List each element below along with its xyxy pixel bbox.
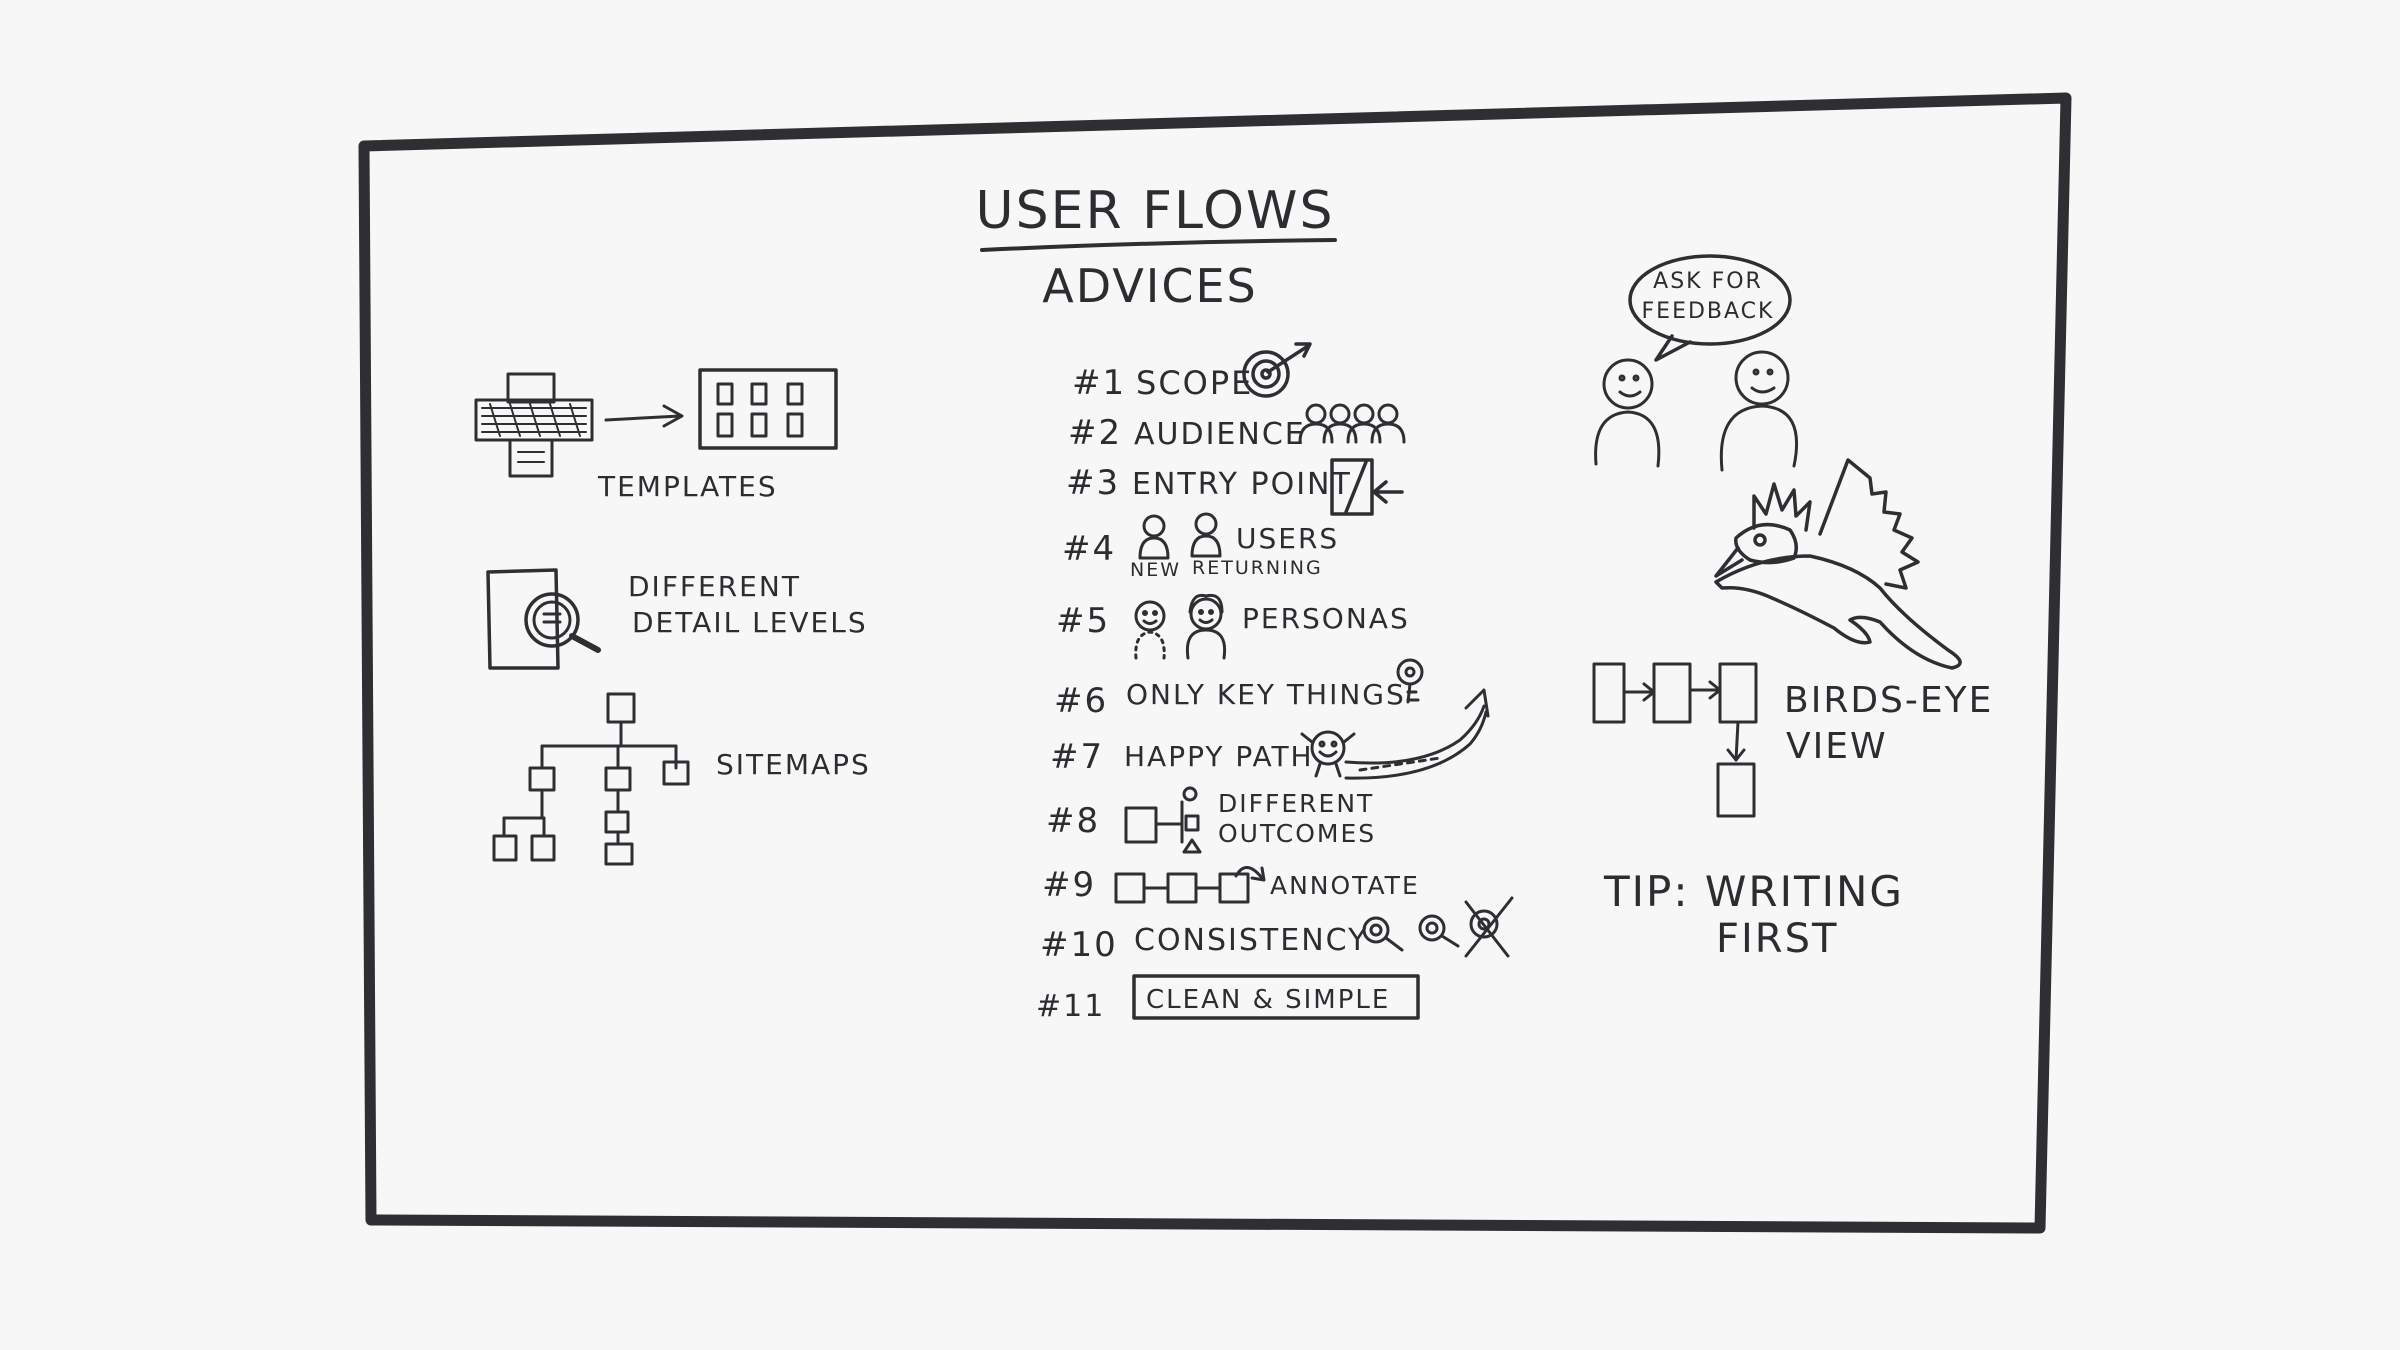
advice-label: ENTRY POINT bbox=[1132, 467, 1352, 502]
templates-section: TEMPLATES bbox=[474, 368, 838, 503]
advice-label: ANNOTATE bbox=[1270, 871, 1420, 900]
bubble-line1: ASK FOR bbox=[1653, 269, 1763, 294]
advice-number: #4 bbox=[1062, 529, 1116, 569]
tip-section: TIP: WRITING FIRST bbox=[1603, 867, 1904, 962]
smiley-path-icon bbox=[1300, 688, 1490, 780]
person-left-icon bbox=[1594, 358, 1661, 468]
advice-number: #2 bbox=[1068, 413, 1122, 453]
frame-border bbox=[358, 92, 2072, 1234]
flow-diagram-icon bbox=[1592, 662, 1758, 818]
detail-levels-line1: DIFFERENT bbox=[628, 570, 801, 603]
advice-item-10: #10 CONSISTENCY bbox=[1040, 896, 1514, 965]
title-underline bbox=[980, 238, 1337, 252]
printer-icon bbox=[474, 372, 594, 478]
page-title: USER FLOWS bbox=[976, 181, 1335, 241]
birds-eye-section: BIRDS-EYE VIEW bbox=[1592, 662, 1993, 818]
birds-eye-line1: BIRDS-EYE bbox=[1784, 680, 1993, 721]
person-right-icon bbox=[1719, 350, 1799, 472]
key-icon bbox=[1396, 658, 1424, 704]
advice-label: AUDIENCE bbox=[1134, 417, 1306, 452]
templates-label: TEMPLATES bbox=[597, 470, 778, 503]
tip-line2: FIRST bbox=[1716, 916, 1838, 962]
advice-label: USERS bbox=[1236, 522, 1339, 555]
detail-levels-section: DIFFERENT DETAIL LEVELS bbox=[486, 568, 868, 670]
advice-item-6: #6 ONLY KEY THINGS bbox=[1054, 658, 1424, 721]
document-magnifier-icon bbox=[486, 568, 601, 670]
advice-number: #10 bbox=[1040, 925, 1118, 965]
target-icon bbox=[1242, 342, 1312, 398]
advice-number: #11 bbox=[1036, 989, 1105, 1024]
detail-levels-line2: DETAIL LEVELS bbox=[632, 606, 868, 639]
advice-label-line1: DIFFERENT bbox=[1218, 789, 1374, 818]
arrow-right-icon bbox=[604, 404, 684, 428]
bubble-line2: FEEDBACK bbox=[1642, 299, 1775, 324]
advice-number: #6 bbox=[1054, 681, 1108, 721]
advice-item-2: #2 AUDIENCE bbox=[1068, 403, 1406, 453]
advice-number: #9 bbox=[1042, 865, 1096, 905]
advice-label-line2: OUTCOMES bbox=[1218, 819, 1376, 848]
advice-label: PERSONAS bbox=[1242, 602, 1410, 635]
flow-boxes-icon bbox=[1114, 866, 1266, 904]
advice-label: HAPPY PATH bbox=[1124, 740, 1314, 773]
advice-item-3: #3 ENTRY POINT bbox=[1066, 458, 1404, 516]
magnifier-icon bbox=[1362, 896, 1514, 958]
advice-label: CONSISTENCY bbox=[1134, 923, 1368, 958]
advice-label: CLEAN & SIMPLE bbox=[1146, 985, 1390, 1015]
door-arrow-icon bbox=[1330, 458, 1404, 516]
advice-number: #3 bbox=[1066, 463, 1120, 503]
box-frame-icon bbox=[1132, 974, 1420, 1020]
advice-label: SCOPE bbox=[1136, 364, 1253, 402]
advice-list: #1 SCOPE #2 AUDIENCE #3 ENTRY POINT bbox=[1036, 342, 1514, 1024]
tip-line1: TIP: WRITING bbox=[1603, 867, 1904, 916]
advice-number: #1 bbox=[1072, 363, 1126, 403]
advice-number: #8 bbox=[1046, 801, 1100, 841]
advice-label: ONLY KEY THINGS bbox=[1126, 678, 1406, 711]
user-icon bbox=[1138, 512, 1222, 560]
advice-item-9: #9 ANNOTATE bbox=[1042, 865, 1420, 905]
sitemaps-section: SITEMAPS bbox=[492, 692, 871, 866]
branch-icon bbox=[1124, 786, 1202, 854]
template-grid-icon bbox=[698, 368, 838, 450]
birds-eye-line2: VIEW bbox=[1786, 726, 1888, 767]
sitemaps-label: SITEMAPS bbox=[716, 748, 871, 781]
advice-sub-returning: RETURNING bbox=[1192, 557, 1323, 579]
advice-item-5: #5 PERSONAS bbox=[1056, 593, 1410, 660]
advice-number: #7 bbox=[1050, 737, 1104, 777]
people-icon bbox=[1298, 403, 1406, 444]
persona-icon bbox=[1134, 593, 1227, 660]
advice-item-1: #1 SCOPE bbox=[1072, 342, 1312, 403]
bird-icon bbox=[1714, 458, 1962, 670]
advice-item-4: #4 USERS NEW RETURNING bbox=[1062, 512, 1339, 581]
page-subtitle: ADVICES bbox=[1042, 259, 1258, 313]
feedback-section: ASK FOR FEEDBACK bbox=[1594, 254, 1799, 472]
advice-item-7: #7 HAPPY PATH bbox=[1050, 688, 1490, 780]
advice-sub-new: NEW bbox=[1130, 559, 1181, 581]
speech-bubble-icon bbox=[1628, 254, 1792, 362]
advice-number: #5 bbox=[1056, 601, 1110, 641]
advice-item-8: #8 DIFFERENT OUTCOMES bbox=[1046, 786, 1376, 854]
sitemap-tree-icon bbox=[492, 692, 690, 866]
advice-item-11: #11 CLEAN & SIMPLE bbox=[1036, 974, 1420, 1024]
